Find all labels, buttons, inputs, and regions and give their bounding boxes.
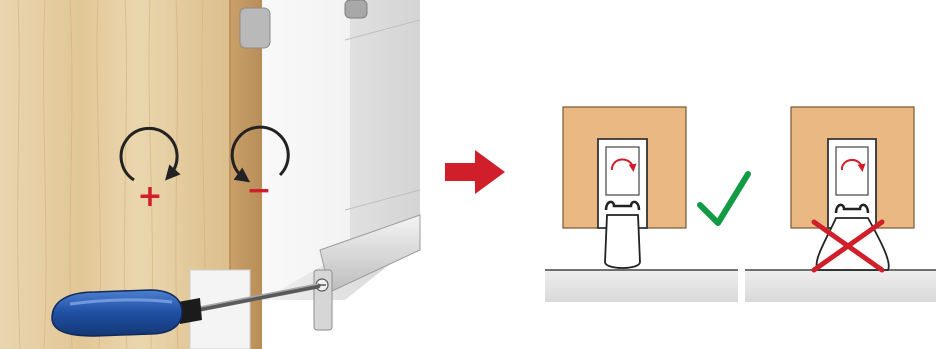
gasket-correct (605, 215, 640, 268)
floor-correct (545, 270, 738, 302)
loosen-symbol: − (246, 173, 271, 208)
seal-inner-channel (836, 147, 868, 195)
seal-inner-channel (606, 147, 639, 195)
tighten-symbol: + (137, 179, 162, 214)
hinge (240, 8, 270, 48)
arrow-right-icon (445, 150, 505, 194)
correct-cross-section (545, 107, 748, 302)
checkmark-icon (700, 174, 748, 223)
incorrect-cross-section (745, 107, 936, 302)
floor-incorrect (745, 270, 936, 302)
screwdriver-handle (52, 290, 182, 336)
door-illustration: + − (0, 0, 420, 349)
hinge-knuckle (345, 0, 367, 18)
